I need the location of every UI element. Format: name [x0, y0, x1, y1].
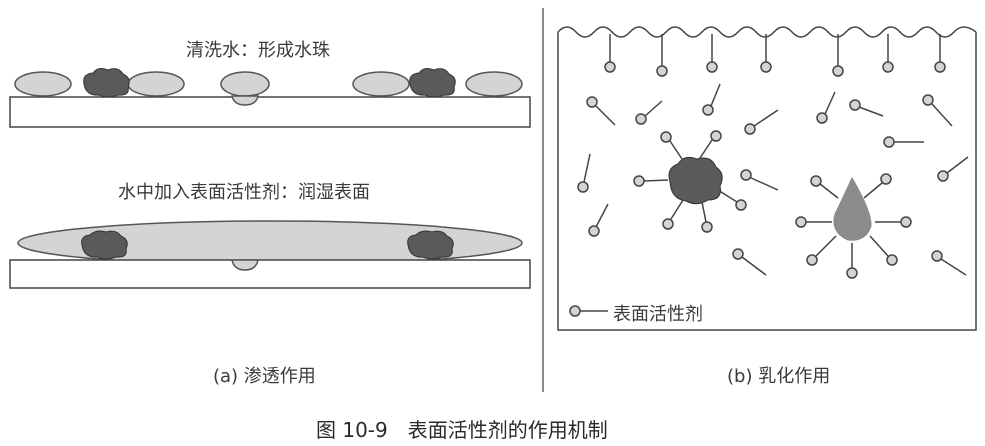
water-surface — [557, 26, 977, 38]
panel-a-label: (a) 渗透作用 — [213, 366, 316, 387]
surfactant-legend-icon — [569, 305, 608, 317]
water-container — [557, 32, 977, 331]
caption-wetting: 水中加入表面活性剂：润湿表面 — [118, 182, 370, 203]
water-bead — [127, 71, 185, 97]
water-bead — [465, 71, 523, 97]
surface-bottom — [9, 259, 531, 289]
surface-pit-wetted — [231, 259, 259, 271]
figure-caption: 图 10-9 表面活性剂的作用机制 — [316, 418, 608, 442]
emulsified-dirt — [633, 130, 747, 233]
emulsified-oil-drop — [795, 173, 912, 279]
legend-label: 表面活性剂 — [613, 304, 703, 325]
dirt-particle — [83, 68, 130, 98]
water-bead — [14, 71, 72, 97]
panel-b-diagram — [557, 26, 977, 331]
caption-rinse-water: 清洗水：形成水珠 — [186, 40, 330, 61]
dirt-particle — [407, 230, 454, 260]
water-bead — [220, 71, 270, 97]
surface-surfactants — [604, 34, 946, 77]
dirt-particle — [409, 68, 456, 98]
panel-a-diagram — [9, 68, 531, 289]
panel-b-label: (b) 乳化作用 — [727, 366, 831, 387]
surface-top — [9, 96, 531, 128]
dirt-particle — [81, 230, 128, 260]
surface-pit-fill — [231, 95, 259, 106]
free-surfactants — [577, 83, 969, 276]
water-bead — [352, 71, 410, 97]
